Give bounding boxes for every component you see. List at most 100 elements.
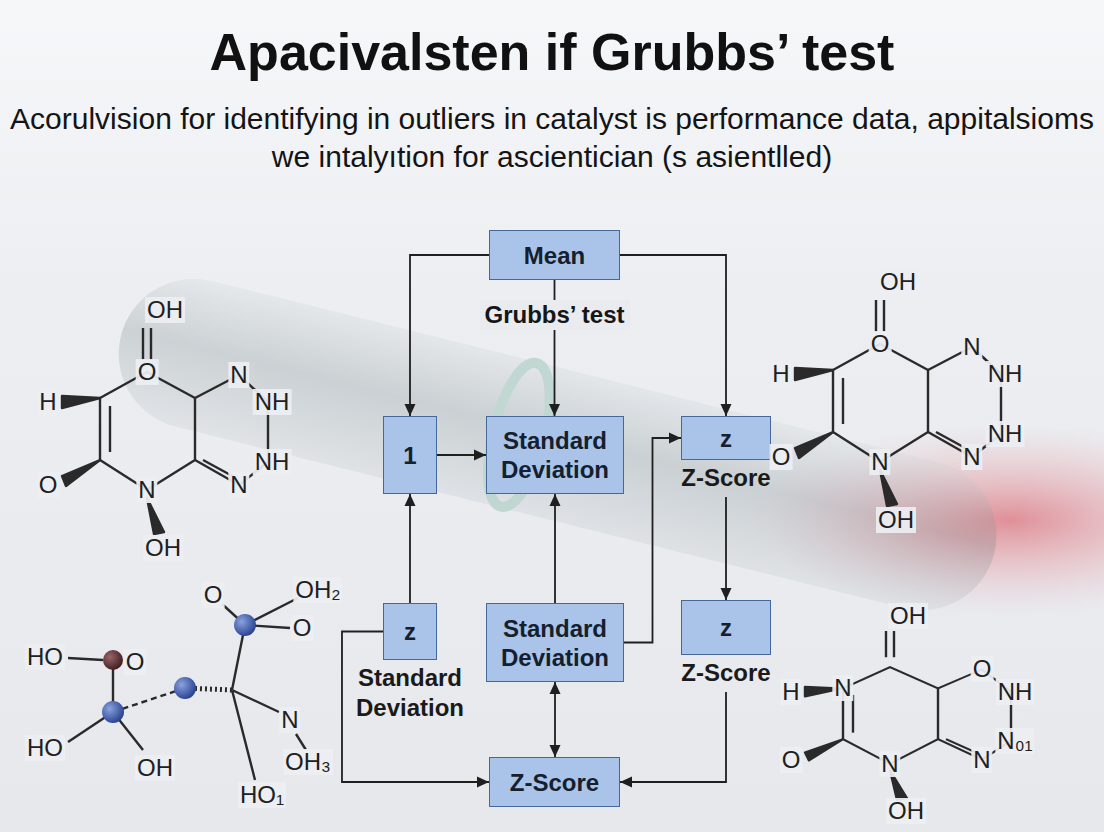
atom-label: H: [770, 361, 791, 387]
box-text: 1: [403, 441, 416, 470]
molecule: [62, 328, 268, 534]
connector: [405, 255, 490, 416]
atom-label: N: [832, 675, 853, 701]
atom-label: N: [869, 449, 890, 475]
ring-bond: [100, 372, 195, 490]
process-box: zStandard Deviation: [383, 603, 437, 660]
atom-label: H: [780, 679, 801, 705]
atom-label: N: [228, 362, 249, 388]
atom-label: OH: [876, 507, 916, 533]
title: Apacivalsten if Grubbs’ test: [0, 22, 1104, 82]
arrowhead: [721, 404, 732, 416]
process-box: Mean: [489, 230, 620, 280]
ring-bond: [843, 667, 938, 764]
tube-photo: [103, 263, 1013, 626]
atom-label: N: [879, 751, 900, 777]
atom-ball: [234, 614, 256, 636]
arrowhead: [550, 745, 561, 757]
wedge-bond: [795, 368, 833, 380]
atom-label: NH: [986, 361, 1025, 387]
atom-label: NH: [986, 421, 1025, 447]
atom-label: O: [780, 747, 803, 773]
atom-label: NH: [253, 389, 292, 415]
atom-ball: [102, 701, 124, 723]
ball-stick-molecule: [68, 598, 306, 780]
process-box: zZ-Score: [681, 600, 771, 655]
atom-label: HO: [25, 735, 65, 761]
atom-ball: [103, 650, 123, 670]
atom-ball: [174, 677, 196, 699]
arrowhead: [549, 404, 560, 416]
wedge-bond: [880, 470, 897, 506]
atom-label: OH: [135, 755, 175, 781]
atom-label: N₀₁: [995, 728, 1034, 754]
atom-label: HO: [25, 644, 65, 670]
atom-label: OH: [888, 603, 928, 629]
edge-label: Grubbs’ test: [479, 300, 629, 330]
connector: [437, 450, 486, 461]
arrowhead: [550, 494, 561, 506]
arrowhead: [405, 404, 416, 416]
atom-label: OH₃: [283, 749, 333, 775]
molecule: [805, 631, 1011, 800]
box-text: Mean: [524, 241, 585, 270]
arrowhead: [550, 682, 561, 694]
connector-line: [410, 255, 489, 416]
double-bond: [886, 631, 894, 657]
wedge-bond: [795, 432, 833, 458]
atom-label: OH: [145, 297, 185, 323]
double-bond: [876, 300, 884, 332]
atom-label: N: [961, 444, 982, 470]
arrowhead: [474, 450, 486, 461]
atom-label: O: [124, 649, 147, 675]
connector: [620, 255, 732, 416]
atom-label: HO₁: [238, 782, 286, 808]
box-text: z: [404, 617, 416, 646]
atom-label: O: [291, 615, 314, 641]
ring-bond: [833, 344, 928, 462]
molecule: [795, 300, 1001, 506]
process-box: Standard Deviation: [486, 416, 624, 494]
wedge-bond: [147, 498, 164, 534]
atom-label: N: [279, 707, 300, 733]
connector: [550, 494, 561, 603]
arrowhead: [620, 777, 632, 788]
connector-line: [554, 494, 556, 603]
atom-label: OH: [878, 269, 918, 295]
double-bond: [109, 406, 111, 452]
connector: [405, 494, 416, 603]
connector: [620, 692, 726, 788]
atom-label: N: [136, 477, 157, 503]
double-bond: [143, 328, 151, 360]
subtitle: Acorulvision for identifying in outliers…: [8, 100, 1096, 176]
atom-label: O: [136, 359, 159, 385]
tube-body: [103, 263, 1013, 626]
connector-line: [409, 494, 411, 603]
box-text: z: [720, 424, 732, 453]
box-caption: Z-Score: [681, 463, 770, 493]
atom-label: O: [202, 582, 225, 608]
arrowhead: [669, 433, 681, 444]
bond: [68, 598, 306, 780]
connector-line: [620, 255, 726, 416]
arrowhead: [477, 777, 489, 788]
wedge-bond: [62, 460, 100, 486]
box-text: Standard Deviation: [491, 614, 619, 672]
arrowhead: [721, 588, 732, 600]
atom-label: N: [961, 334, 982, 360]
box-caption: Standard Deviation: [356, 663, 464, 723]
process-box: 1: [383, 416, 437, 494]
atom-label: O: [37, 472, 60, 498]
atom-label: OH: [886, 798, 926, 824]
box-caption: Z-Score: [681, 658, 770, 688]
process-box: Standard Deviation: [486, 603, 624, 682]
connector-line: [624, 438, 681, 643]
atom-label: N: [971, 747, 992, 773]
box-text: Standard Deviation: [491, 426, 619, 484]
connector-line: [725, 497, 727, 600]
connector: [721, 497, 732, 600]
process-box: Z-Score: [489, 757, 620, 807]
atom-label: OH: [143, 535, 183, 561]
connector-line: [620, 692, 726, 782]
